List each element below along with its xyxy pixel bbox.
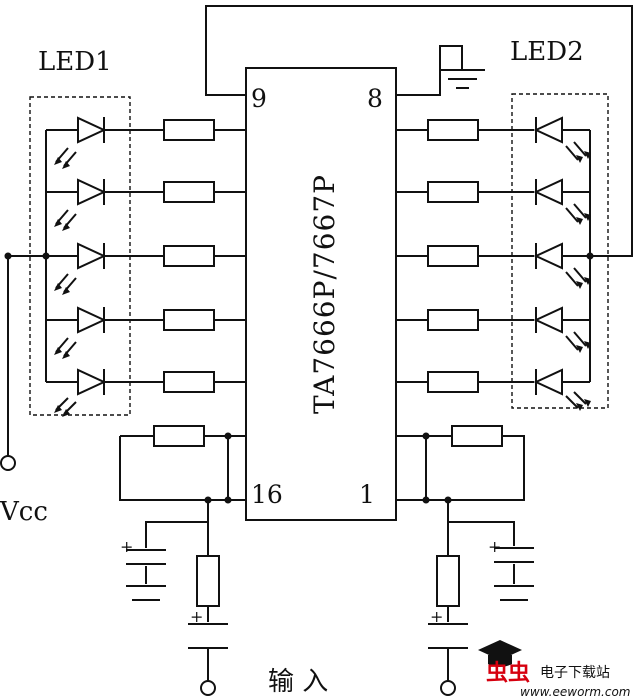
led2-diode-5 — [533, 368, 563, 396]
right-capacitor-polarity: + — [488, 537, 501, 556]
right-coupling-capacitor — [428, 623, 468, 649]
led2-diode-4 — [533, 306, 563, 334]
led1-row-3 — [46, 242, 246, 295]
led1-resistor-3 — [163, 245, 215, 267]
led2-light-arrow-3 — [565, 267, 587, 287]
led1-diode-5 — [77, 368, 107, 396]
led2-resistor-3 — [427, 245, 479, 267]
led1-diode-2 — [77, 178, 107, 206]
led2-diode-1 — [533, 116, 563, 144]
led2-resistor-1 — [427, 119, 479, 141]
led1-row-4 — [46, 306, 246, 359]
left-coupling-capacitor — [188, 623, 228, 649]
right-feedback-resistor — [451, 425, 503, 447]
led1-resistor-5 — [163, 371, 215, 393]
left-capacitor-polarity: + — [120, 537, 133, 556]
led2-rows — [396, 116, 591, 411]
led2-row-1 — [396, 116, 591, 163]
watermark: 虫虫 电子下载站 www.eeworm.com — [478, 640, 630, 699]
led1-rows — [46, 116, 246, 417]
vcc-label: Vcc — [0, 497, 48, 527]
watermark-url: www.eeworm.com — [520, 685, 630, 699]
led1-row-2 — [46, 178, 246, 231]
left-capacitor-top — [126, 549, 166, 565]
vcc-wire-junction — [4, 252, 12, 260]
watermark-logo-text: 虫虫 — [486, 660, 530, 686]
led2-resistor-4 — [427, 309, 479, 331]
vcc-wire — [7, 255, 46, 456]
watermark-site-name: 电子下载站 — [540, 665, 610, 681]
led2-row-3 — [396, 242, 591, 289]
led1-resistor-2 — [163, 181, 215, 203]
led2-dashed-box — [511, 93, 609, 409]
led2-light-arrow-5 — [565, 391, 587, 409]
left-feedback-resistor — [153, 425, 205, 447]
led2-resistor-5 — [427, 371, 479, 393]
left-coupling-polarity: + — [190, 607, 203, 626]
pin-16-label: 16 — [251, 480, 283, 509]
led1-diode-1 — [77, 116, 107, 144]
led1-resistor-4 — [163, 309, 215, 331]
right-input-network: + + — [396, 425, 534, 696]
right-input-resistor — [436, 555, 460, 607]
right-input-terminal — [440, 680, 456, 696]
right-ground — [494, 585, 534, 601]
led2-row-4 — [396, 306, 591, 353]
left-input-network: + + — [119, 425, 246, 696]
left-input-resistor — [196, 555, 220, 607]
left-ground — [126, 585, 166, 601]
left-input-terminal — [200, 680, 216, 696]
led1-label: LED1 — [38, 47, 112, 77]
led2-light-arrow-1 — [565, 141, 587, 161]
led1-resistor-1 — [163, 119, 215, 141]
ground-symbol — [396, 45, 485, 96]
ic-chip-label: TA7666P/7667P — [308, 174, 341, 414]
led2-light-arrow-4 — [565, 331, 587, 351]
led1-row-5 — [46, 368, 246, 417]
pin-1-label: 1 — [359, 480, 375, 509]
right-coupling-polarity: + — [430, 607, 443, 626]
led1-row-1 — [46, 116, 246, 169]
input-label: 输 入 — [268, 667, 328, 697]
led2-row-2 — [396, 178, 591, 225]
led1-diode-4 — [77, 306, 107, 334]
led2-light-arrow-2 — [565, 203, 587, 223]
vcc-terminal — [0, 455, 16, 471]
led1-diode-3 — [77, 242, 107, 270]
led2-diode-2 — [533, 178, 563, 206]
pin-9-label: 9 — [251, 84, 267, 113]
right-capacitor-top — [494, 547, 534, 563]
led2-row-5 — [396, 368, 591, 411]
pin-8-label: 8 — [367, 84, 383, 113]
ic-chip — [245, 67, 397, 521]
led2-label: LED2 — [510, 37, 584, 67]
pin9-feedback-wire — [205, 5, 633, 257]
led2-resistor-2 — [427, 181, 479, 203]
led2-diode-3 — [533, 242, 563, 270]
